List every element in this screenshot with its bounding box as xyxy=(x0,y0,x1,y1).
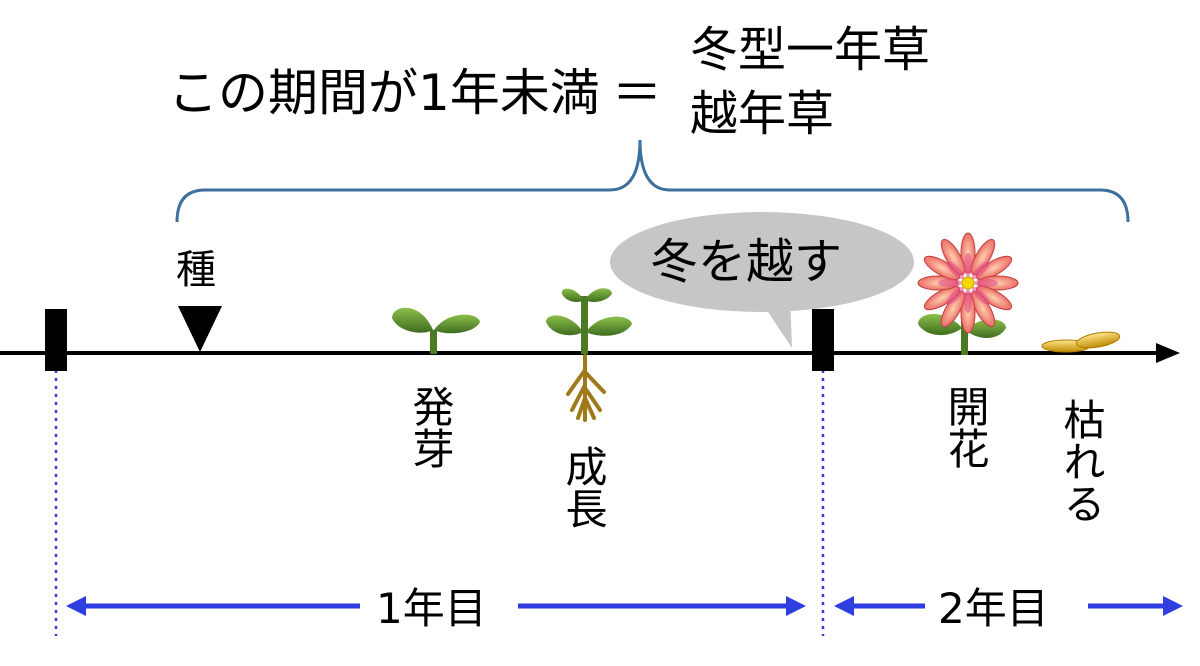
bubble-text: 冬を越す xyxy=(650,234,843,290)
period-brace xyxy=(175,139,1130,223)
year-boundary-marker xyxy=(812,309,834,371)
year-2-label: 2年目 xyxy=(938,584,1049,633)
period-headline: この期間が1年未満 xyxy=(168,64,600,122)
stage-label-growth: 成長 xyxy=(559,445,608,529)
year-1-label: 1年目 xyxy=(376,584,487,633)
seedling-with-roots-icon xyxy=(546,288,632,422)
stage-label-germination: 発芽 xyxy=(406,385,455,469)
year-2-span-arrow xyxy=(834,596,1183,616)
timeline-arrowhead xyxy=(1156,343,1180,363)
flower-icon xyxy=(917,232,1019,355)
sprout-icon xyxy=(392,307,480,354)
year-1-span-arrow xyxy=(66,596,806,616)
stage-label-flowering: 開花 xyxy=(941,385,990,469)
withered-leaves-icon xyxy=(1041,331,1121,353)
speech-bubble xyxy=(610,212,914,348)
stage-label-withering: 枯れる xyxy=(1057,398,1106,524)
seed-marker-icon xyxy=(178,306,222,352)
plant-type-biennial: 越年草 xyxy=(690,86,835,142)
seed-label: 種 xyxy=(176,247,216,293)
plant-type-winter-annual: 冬型一年草 xyxy=(690,22,931,78)
year-start-marker xyxy=(45,309,67,371)
equals-sign: ＝ xyxy=(612,64,662,122)
